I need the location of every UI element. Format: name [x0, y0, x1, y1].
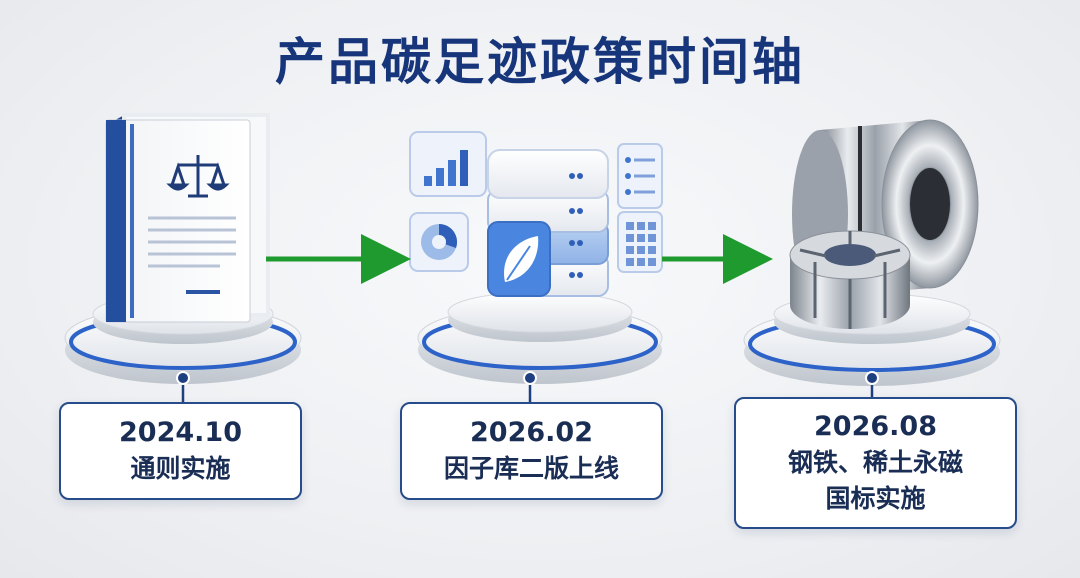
- milestone-card-2: 2026.02 因子库二版上线: [400, 402, 663, 500]
- page-title: 产品碳足迹政策时间轴: [275, 33, 805, 91]
- milestone-card-1: 2024.10 通则实施: [59, 402, 302, 500]
- milestone-desc: 通则实施: [130, 454, 231, 483]
- scales-icon: [166, 155, 230, 198]
- ring-magnet: [789, 230, 911, 329]
- law-book-icon: [105, 113, 270, 323]
- bar-chart-panel: [409, 131, 487, 197]
- milestone-desc: 钢铁、稀土永磁 国标实施: [787, 448, 963, 513]
- grid-panel: [617, 211, 663, 273]
- pie-chart-panel: [409, 212, 469, 272]
- milestone-desc: 因子库二版上线: [443, 454, 619, 483]
- milestone-date: 2024.10: [119, 417, 242, 448]
- database-server-icon: [409, 131, 663, 297]
- steel-coil-magnet-icon: [789, 119, 979, 329]
- list-panel: [617, 143, 663, 209]
- connector-dot-3: [865, 371, 879, 385]
- leaf-icon: [504, 236, 539, 282]
- milestone-date: 2026.08: [814, 411, 937, 442]
- milestone-card-3: 2026.08 钢铁、稀土永磁 国标实施: [734, 397, 1017, 529]
- connector-dot-2: [523, 371, 537, 385]
- connector-dot-1: [176, 371, 190, 385]
- pedestal-2: [417, 291, 663, 384]
- milestone-date: 2026.02: [470, 417, 593, 448]
